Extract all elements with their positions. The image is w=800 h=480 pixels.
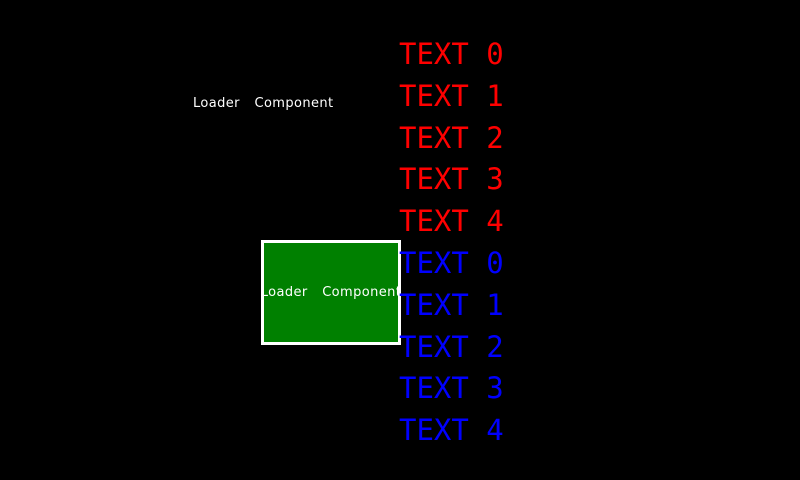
- list-item[interactable]: TEXT 2: [399, 329, 504, 364]
- list-item[interactable]: TEXT 0: [399, 37, 504, 71]
- list-item[interactable]: TEXT 4: [399, 413, 504, 448]
- list-item[interactable]: TEXT 3: [399, 162, 504, 197]
- loader-component-box: Loader Component: [261, 240, 401, 345]
- list-item[interactable]: TEXT 2: [399, 120, 504, 155]
- list-item[interactable]: TEXT 1: [399, 287, 504, 322]
- text-list: TEXT 0 TEXT 1 TEXT 2 TEXT 3 TEXT 4 TEXT …: [399, 34, 504, 452]
- loader-box-label: Loader Component: [260, 285, 402, 300]
- list-item[interactable]: TEXT 3: [399, 371, 504, 406]
- list-item[interactable]: TEXT 4: [399, 204, 504, 239]
- loader-component-label: Loader Component: [193, 96, 334, 111]
- list-item[interactable]: TEXT 0: [399, 245, 504, 280]
- list-item[interactable]: TEXT 1: [399, 78, 504, 113]
